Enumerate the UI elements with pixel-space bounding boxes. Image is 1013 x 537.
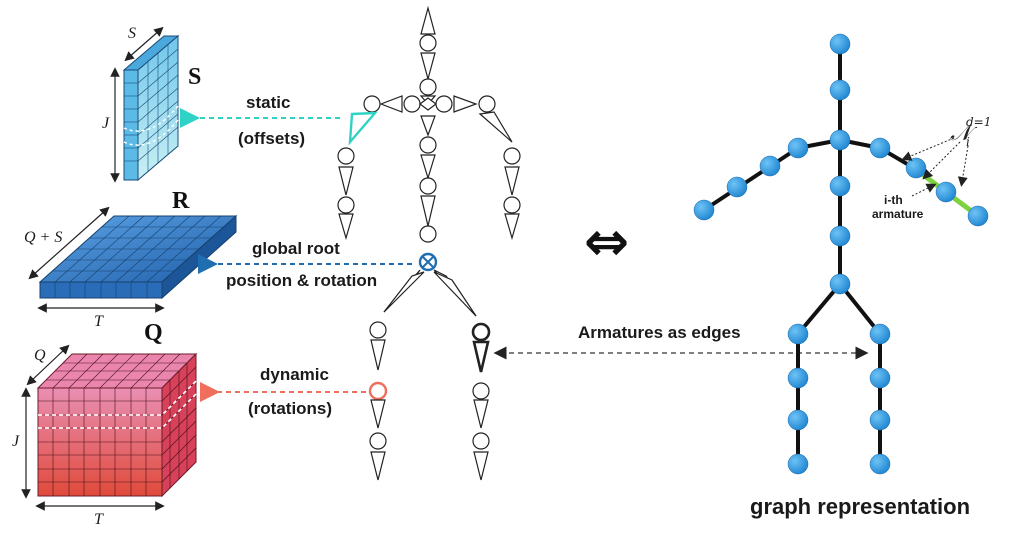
tensor-s: S J S	[102, 25, 201, 183]
neighborhood-subscript: i	[966, 135, 970, 149]
skeleton-figure	[337, 5, 521, 481]
global-root-sublabel: position & rotation	[226, 271, 377, 290]
tensor-q-dim-top: Q	[34, 347, 46, 364]
tensor-s-dim-side: J	[102, 115, 110, 132]
static-label: static	[246, 93, 290, 112]
tensor-q: Q J T Q	[12, 320, 198, 528]
graph-node	[787, 409, 809, 431]
graph-node	[869, 409, 891, 431]
tensor-q-title: Q	[144, 320, 163, 346]
tensor-r-dim-bottom: T	[94, 313, 104, 330]
graph-node	[693, 199, 715, 221]
graph-node	[829, 175, 851, 197]
tensor-q-dim-side: J	[12, 433, 20, 450]
graph-node	[829, 79, 851, 101]
graph-node	[787, 323, 809, 345]
graph-node	[787, 453, 809, 475]
graph-node	[829, 129, 851, 151]
equivalence-arrow-icon: ⇔	[584, 210, 629, 273]
dynamic-sublabel: (rotations)	[248, 399, 332, 418]
tensor-q-dim-bottom: T	[94, 511, 104, 528]
graph-representation: 𝒩 d=1 i i-th armature	[693, 33, 991, 475]
graph-node	[787, 367, 809, 389]
tensor-r: Q + S T R	[24, 188, 238, 330]
graph-node	[869, 453, 891, 475]
graph-node	[935, 181, 957, 203]
armatures-edges-label: Armatures as edges	[578, 323, 741, 342]
graph-node	[869, 137, 891, 159]
graph-node	[869, 367, 891, 389]
graph-node	[905, 157, 927, 179]
tensor-s-title: S	[188, 64, 201, 90]
graph-node	[967, 205, 989, 227]
graph-node	[829, 273, 851, 295]
tensor-r-dim-side: Q + S	[24, 229, 62, 246]
neighborhood-superscript: d=1	[966, 115, 991, 129]
ith-armature-sublabel: armature	[872, 207, 924, 221]
graph-node	[726, 176, 748, 198]
graph-node	[829, 33, 851, 55]
graph-node	[869, 323, 891, 345]
graph-node	[829, 225, 851, 247]
graph-caption: graph representation	[750, 494, 970, 519]
static-sublabel: (offsets)	[238, 129, 305, 148]
tensor-r-title: R	[172, 188, 190, 214]
dynamic-label: dynamic	[260, 365, 329, 384]
graph-node	[787, 137, 809, 159]
global-root-label: global root	[252, 239, 340, 258]
ith-armature-label: i-th	[884, 193, 903, 207]
graph-node	[759, 155, 781, 177]
tensor-s-dim-top: S	[128, 25, 136, 42]
